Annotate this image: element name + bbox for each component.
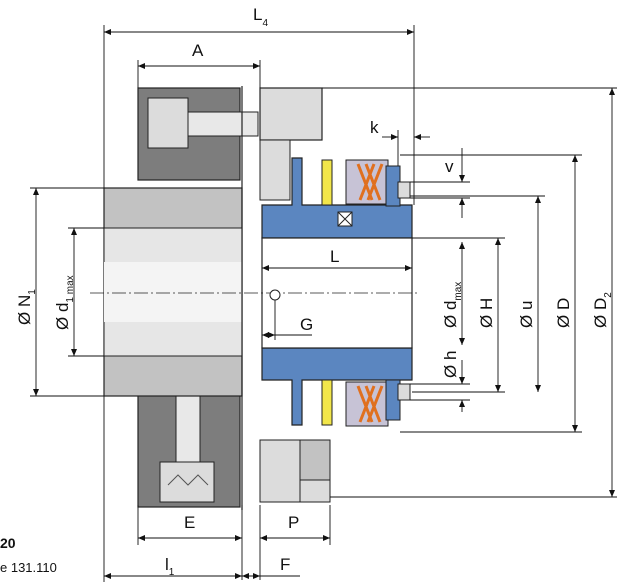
label-L4: L4 [253, 5, 268, 29]
label-v: v [445, 157, 454, 176]
label-k: k [370, 118, 379, 137]
outer-housing [259, 87, 331, 503]
set-screw-hole [269, 289, 281, 301]
label-E: E [184, 513, 195, 532]
label-u: Ø u [517, 301, 536, 328]
label-H: Ø H [477, 298, 496, 328]
label-D2: Ø D2 [591, 292, 614, 328]
label-d1max: Ø d1 max [53, 275, 76, 330]
label-F: F [280, 555, 290, 574]
label-l1: l1 [165, 555, 175, 578]
label-P: P [288, 513, 299, 532]
type-label: e 131.110 [0, 560, 57, 575]
label-N1: Ø N1 [15, 289, 38, 325]
friction-lining [321, 159, 333, 426]
label-G: G [300, 315, 313, 334]
label-dmax: Ø dmax [441, 282, 464, 328]
label-D: Ø D [554, 298, 573, 328]
label-L: L [330, 247, 339, 266]
label-h: Ø h [441, 351, 460, 378]
label-A: A [192, 41, 204, 60]
figure-number: 20 [0, 535, 16, 551]
spring-package [337, 159, 411, 427]
dimension-lines [30, 25, 617, 582]
left-hub [103, 86, 259, 510]
